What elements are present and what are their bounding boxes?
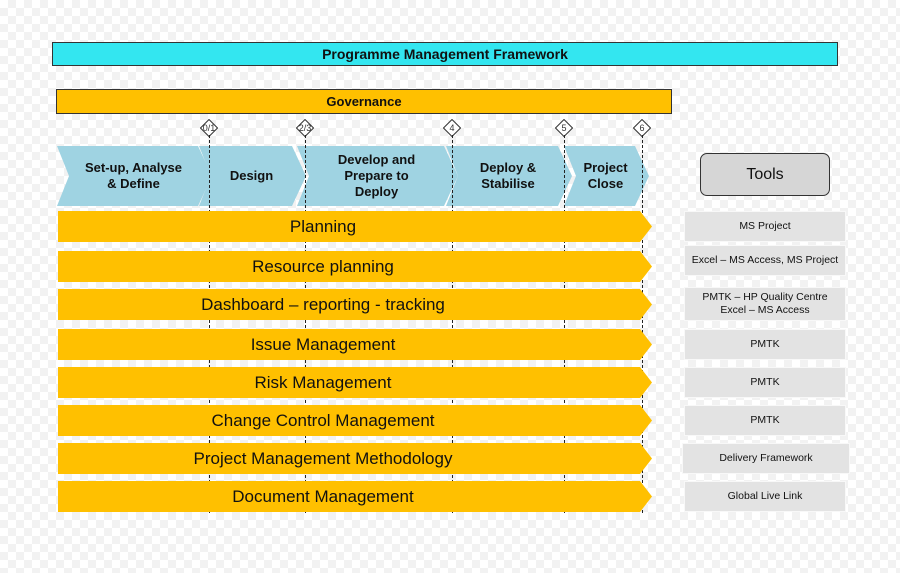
phase-label: Set-up, Analyse& Define: [84, 160, 183, 191]
tool-label: MS Project: [739, 220, 791, 232]
tool-box: PMTK: [684, 329, 846, 360]
workstream-arrow: Document Management: [58, 481, 652, 512]
tool-label: PMTK: [750, 376, 780, 388]
workstream-label: Planning: [289, 216, 357, 236]
tool-label: Excel – MS Access, MS Project: [691, 254, 839, 266]
workstream-label: Project Management Methodology: [193, 448, 453, 468]
tools-header-label: Tools: [746, 165, 784, 183]
workstream-label: Issue Management: [250, 334, 396, 354]
tools-header: Tools: [700, 153, 830, 196]
tool-label: Delivery Framework: [719, 452, 813, 464]
milestone-gridline: [642, 135, 643, 513]
milestone-gridline: [564, 135, 565, 513]
workstream-arrow: Dashboard – reporting - tracking: [58, 289, 652, 320]
workstream-label: Dashboard – reporting - tracking: [201, 294, 445, 314]
workstream-label: Document Management: [232, 486, 414, 506]
milestone-label: 0/1: [202, 123, 216, 133]
phase-label: Deploy &Stabilise: [479, 160, 537, 191]
tool-box: Excel – MS Access, MS Project: [684, 245, 846, 276]
tool-label: PMTK – HP Quality Centre: [702, 291, 828, 303]
workstream-arrow: Issue Management: [58, 329, 652, 360]
milestone-label: 2/3: [298, 123, 312, 133]
tool-box: Global Live Link: [684, 481, 846, 512]
tool-box: PMTK: [684, 405, 846, 436]
phase-chevron: Design: [199, 146, 306, 206]
tool-label: Excel – MS Access: [720, 304, 810, 316]
phase-chevron: Deploy &Stabilise: [446, 146, 572, 206]
milestone-label: 4: [449, 123, 455, 133]
workstream-arrow: Change Control Management: [58, 405, 652, 436]
milestone-gridline: [209, 135, 210, 513]
tool-label: PMTK: [750, 338, 780, 350]
programme-title-bar: Programme Management Framework: [52, 42, 838, 66]
phase-label: Design: [229, 168, 274, 183]
tool-box: Delivery Framework: [682, 443, 850, 474]
workstream-arrow: Planning: [58, 211, 652, 242]
milestone-label: 5: [561, 123, 567, 133]
workstream-label: Change Control Management: [211, 410, 435, 430]
workstream-arrow: Project Management Methodology: [58, 443, 652, 474]
tool-box: PMTK: [684, 367, 846, 398]
milestone-gridline: [305, 135, 306, 513]
milestone-gridline: [452, 135, 453, 513]
tool-box: MS Project: [684, 211, 846, 242]
tool-label: PMTK: [750, 414, 780, 426]
milestone-label: 6: [639, 123, 645, 133]
workstream-label: Resource planning: [252, 256, 394, 276]
programme-title: Programme Management Framework: [322, 46, 568, 62]
tool-label: Global Live Link: [727, 490, 803, 502]
workstream-arrow: Resource planning: [58, 251, 652, 282]
phase-chevron: Set-up, Analyse& Define: [57, 146, 212, 206]
governance-bar: Governance: [56, 89, 672, 114]
governance-label: Governance: [326, 94, 402, 109]
workstream-arrow: Risk Management: [58, 367, 652, 398]
workstream-label: Risk Management: [254, 372, 392, 392]
